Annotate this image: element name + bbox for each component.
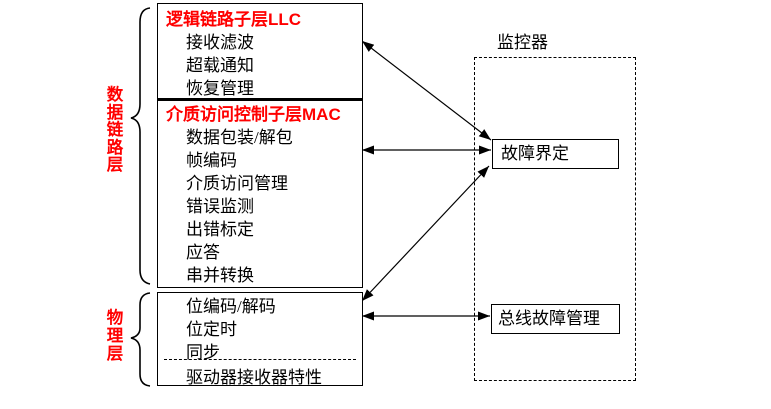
physical-item: 同步 [186,343,220,362]
physical-layer-box: 位编码/解码 位定时 同步 驱动器接收器特性 [157,292,363,387]
mac-item: 出错标定 [186,220,254,239]
llc-title-en: LLC [268,10,302,29]
llc-item: 超载通知 [186,56,254,75]
llc-title: 逻辑链路子层LLC [158,8,362,31]
llc-sublayer-section: 逻辑链路子层LLC 接收滤波 超载通知 恢复管理 [158,4,362,101]
monitor-title: 监控器 [497,33,548,52]
physical-layer-label: 物理层 [106,308,124,363]
mac-title: 介质访问控制子层MAC [158,103,362,126]
mac-title-zh: 介质访问控制子层 [166,105,302,124]
monitor-dashed-box [474,57,636,381]
bus-fault-management-box: 总线故障管理 [491,304,620,334]
mac-item: 串并转换 [186,266,254,285]
physical-item: 位编码/解码 [186,297,276,316]
llc-item: 接收滤波 [186,33,254,52]
physical-dashed-divider [164,359,356,360]
mac-item: 数据包装/解包 [186,128,293,147]
physical-item-below-dash: 驱动器接收器特性 [186,368,322,387]
arrow-llc-fault-confinement [361,40,492,141]
fault-confinement-box: 故障界定 [492,139,619,169]
mac-title-en: MAC [302,105,341,124]
mac-sublayer-section: 介质访问控制子层MAC 数据包装/解包 帧编码 介质访问管理 错误监测 出错标定… [158,101,362,287]
datalink-layer-label: 数据链路层 [106,85,124,174]
datalink-brace [130,7,151,285]
physical-brace [130,292,151,387]
mac-item: 介质访问管理 [186,174,288,193]
mac-item: 应答 [186,243,220,262]
mac-item: 帧编码 [186,151,237,170]
physical-item: 位定时 [186,320,237,339]
mac-item: 错误监测 [186,197,254,216]
datalink-layer-box: 逻辑链路子层LLC 接收滤波 超载通知 恢复管理 介质访问控制子层MAC 数据包… [157,3,363,288]
llc-item: 恢复管理 [186,79,254,98]
arrow-physical-fault-confinement [361,165,490,302]
llc-title-zh: 逻辑链路子层 [166,10,268,29]
